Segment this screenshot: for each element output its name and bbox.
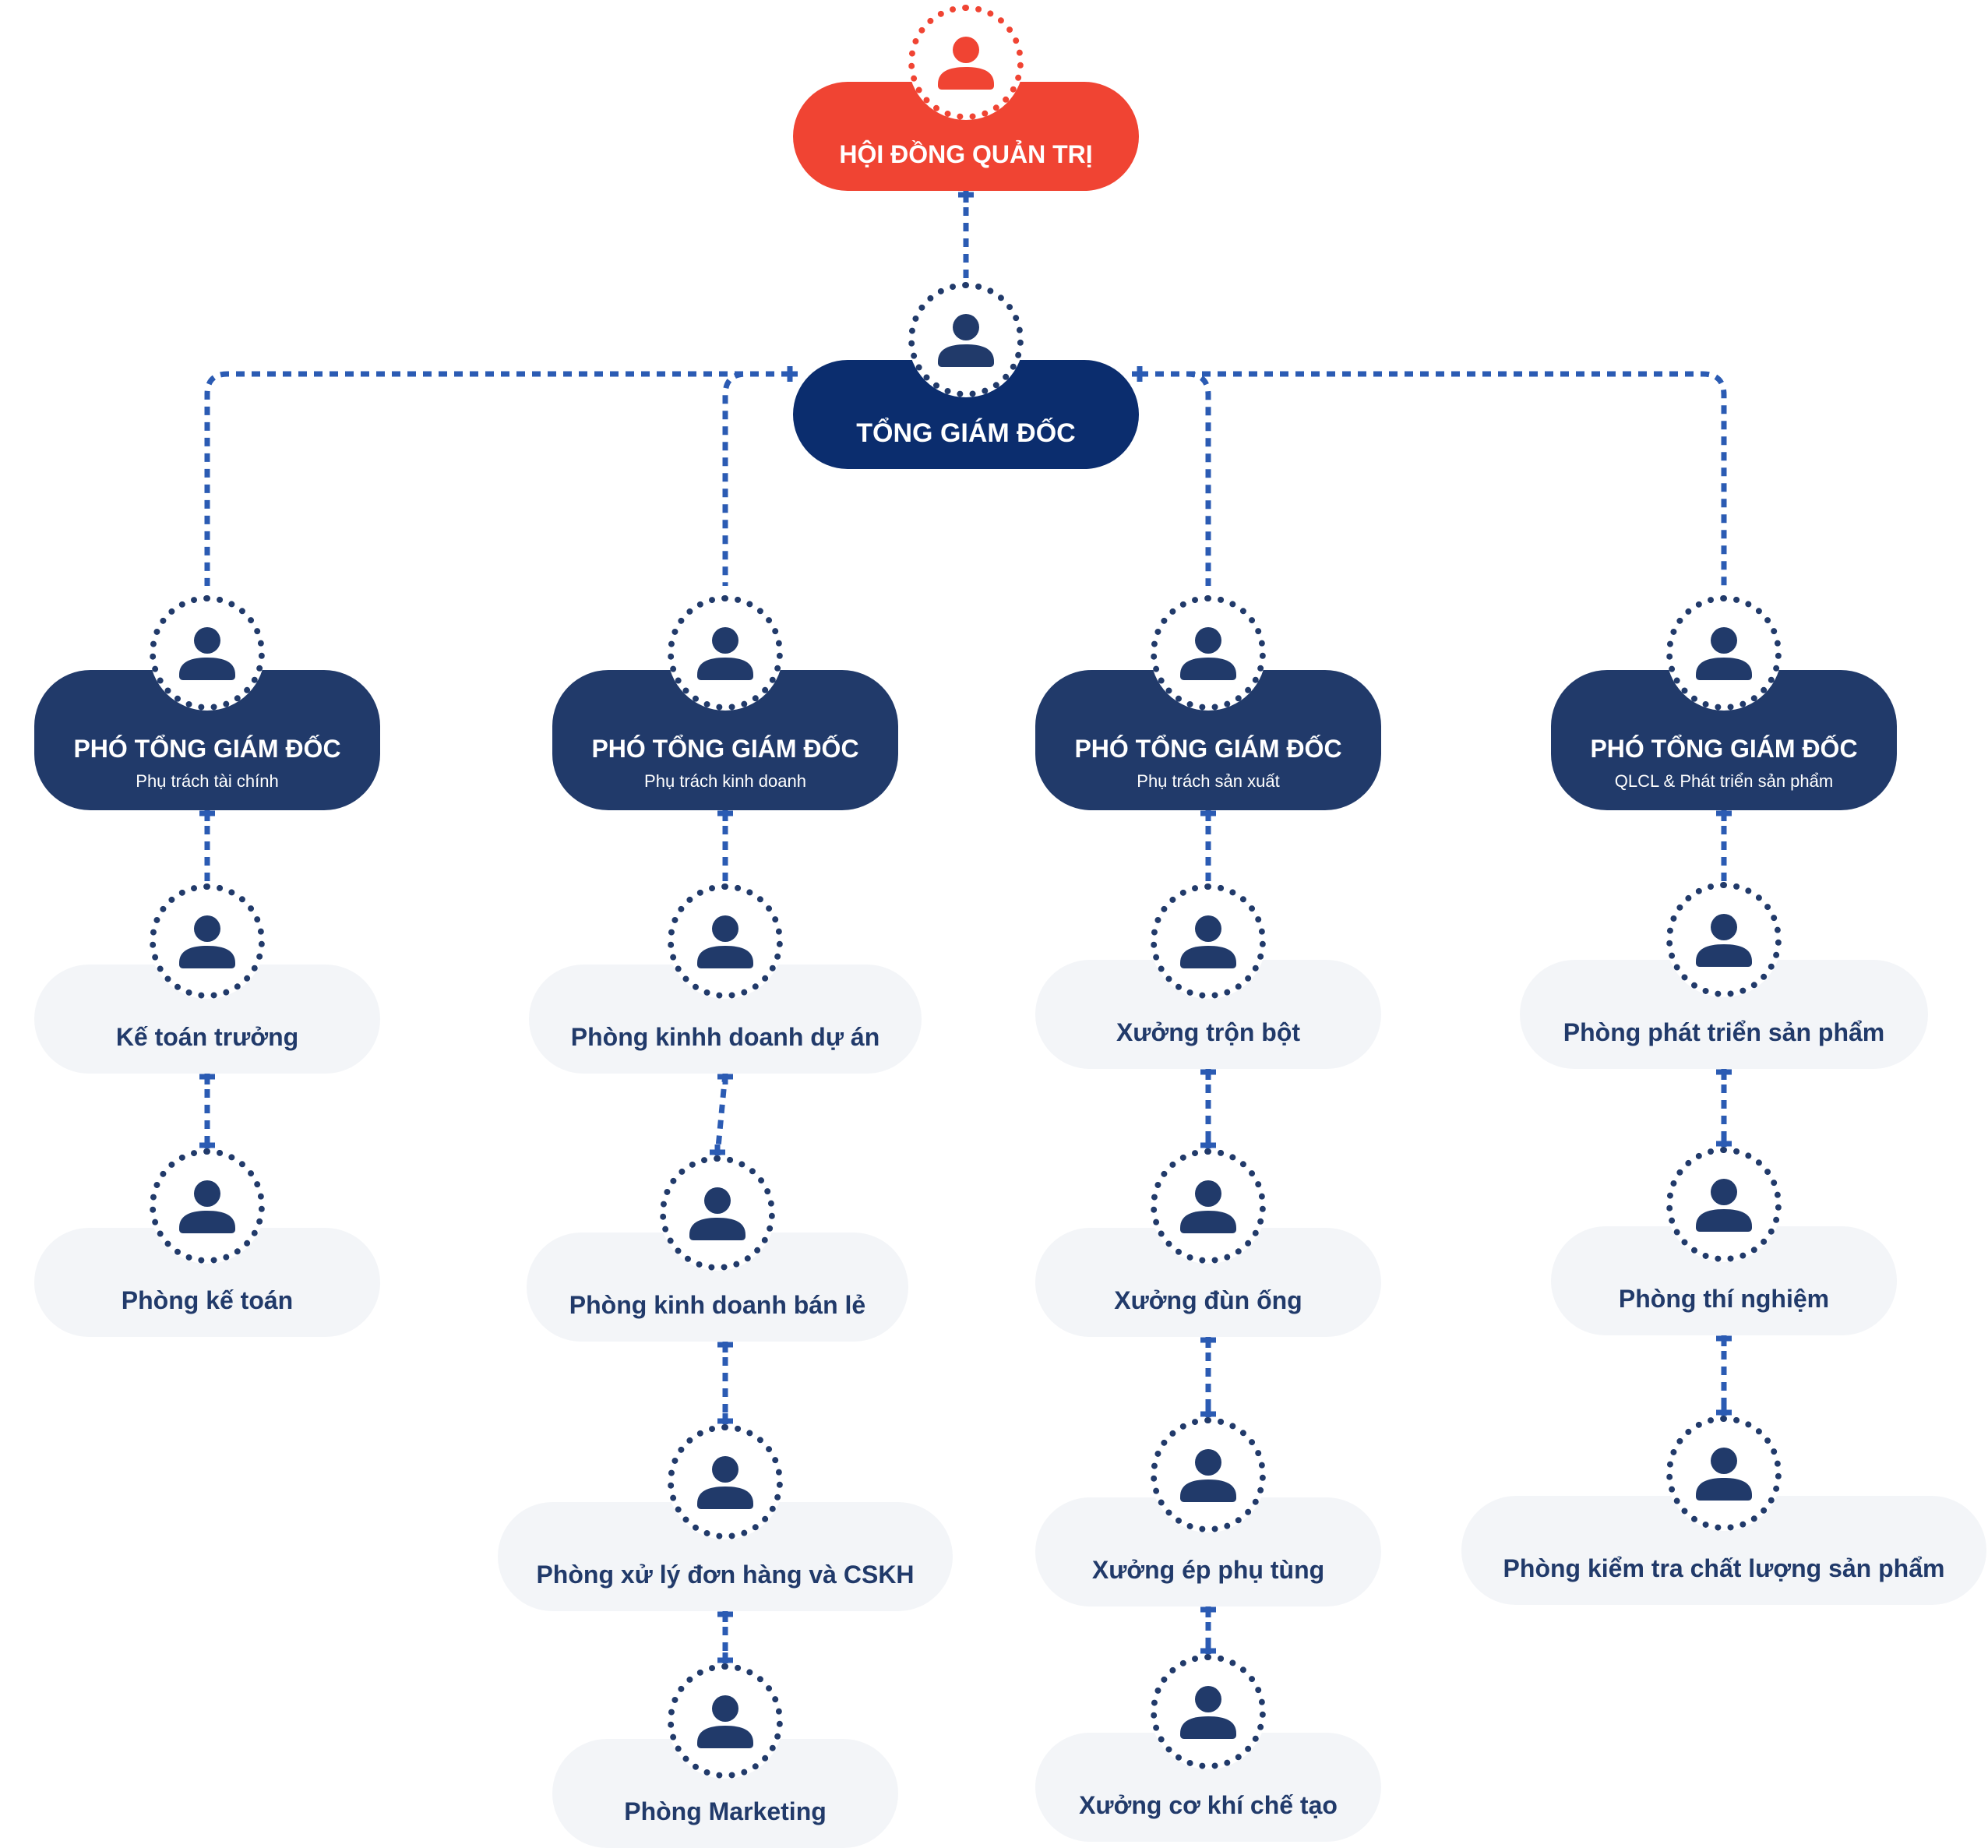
connector-plus-icon [1200, 1064, 1216, 1080]
avatar [668, 883, 783, 999]
user-icon [697, 915, 753, 968]
vp-node-4-title: PHÓ TỔNG GIÁM ĐỐC [1590, 735, 1858, 763]
vp-node-4-subtitle: QLCL & Phát triển sản phẩm [1614, 771, 1834, 791]
ceo-node-title: TỔNG GIÁM ĐỐC [856, 418, 1076, 448]
connector-plus-icon [1200, 1602, 1216, 1617]
user-icon [1180, 1180, 1236, 1233]
user-icon [938, 37, 994, 90]
connector-plus-icon [1200, 1643, 1216, 1659]
dept-node-2-3-title: Phòng xử lý đơn hàng và CSKH [536, 1561, 915, 1589]
connector-plus-icon [199, 806, 215, 821]
connector-plus-icon [717, 1652, 733, 1668]
avatar [150, 595, 265, 711]
user-icon [689, 1187, 746, 1240]
vp-node-2-title: PHÓ TỔNG GIÁM ĐỐC [591, 735, 859, 763]
dept-node-3-3-title: Xưởng ép phụ tùng [1091, 1556, 1325, 1584]
user-icon [697, 1695, 753, 1748]
dept-node-4-3: Phòng kiểm tra chất lượng sản phẩm [1461, 1496, 1986, 1605]
avatar [150, 1148, 265, 1264]
vp-node-1-title: PHÓ TỔNG GIÁM ĐỐC [73, 735, 341, 763]
connector-plus-icon [1716, 1064, 1732, 1080]
user-icon [1180, 915, 1236, 968]
board-node-title: HỘI ĐỒNG QUẢN TRỊ [839, 140, 1093, 168]
dept-node-3-1-title: Xưởng trộn bột [1116, 1018, 1301, 1046]
connector-plus-icon [717, 1606, 733, 1622]
connector-plus-icon [1200, 1332, 1216, 1348]
user-icon [179, 1180, 235, 1233]
user-icon [1696, 627, 1752, 680]
connector-dept [714, 1073, 728, 1156]
avatar [660, 1155, 775, 1271]
avatar [668, 1424, 783, 1539]
connector-plus-icon [710, 1144, 725, 1160]
avatar [1666, 595, 1782, 711]
connector-ceo-vp3 [1140, 371, 1211, 586]
connector-plus-icon [1200, 806, 1216, 821]
user-icon [1696, 914, 1752, 967]
avatar [150, 883, 265, 999]
avatar [668, 1663, 783, 1779]
connector-plus-icon [199, 1069, 215, 1084]
connector-plus-icon [717, 1413, 733, 1429]
connector-plus-icon [782, 366, 798, 382]
dept-node-2-1-title: Phòng kinhh doanh dự án [570, 1023, 880, 1051]
dept-node-4-1-title: Phòng phát triển sản phẩm [1563, 1018, 1885, 1046]
connector-plus-icon [717, 1069, 733, 1084]
dept-node-3-4-title: Xưởng cơ khí chế tạo [1079, 1791, 1338, 1819]
user-icon [1696, 1448, 1752, 1501]
avatar [908, 5, 1024, 120]
connector-plus-icon [1716, 1136, 1732, 1151]
vp-node-3-subtitle: Phụ trách sản xuất [1137, 771, 1280, 791]
user-icon [1696, 1179, 1752, 1232]
connector-plus-icon [1716, 1331, 1732, 1346]
vp-node-3-title: PHÓ TỔNG GIÁM ĐỐC [1074, 735, 1342, 763]
dept-node-2-2-title: Phòng kinh doanh bán lẻ [569, 1291, 866, 1319]
connector-ceo-vp2 [722, 371, 790, 586]
avatar [1151, 883, 1266, 999]
connector-plus-icon [1716, 1405, 1732, 1420]
vp-node-1-subtitle: Phụ trách tài chính [136, 771, 279, 791]
connector-plus-icon [1132, 366, 1147, 382]
connector-ceo-vp1 [204, 371, 790, 586]
dept-node-3-2-title: Xưởng đùn ống [1114, 1286, 1302, 1314]
avatar [1151, 1654, 1266, 1769]
dept-node-2-4-title: Phòng Marketing [624, 1797, 827, 1825]
user-icon [179, 627, 235, 680]
avatar [1666, 882, 1782, 997]
connector-plus-icon [717, 806, 733, 821]
user-icon [1180, 1449, 1236, 1502]
connector-plus-icon [199, 1137, 215, 1153]
connector-plus-icon [958, 187, 974, 203]
avatar [1666, 1147, 1782, 1262]
dept-node-1-2-title: Phòng kế toán [121, 1286, 294, 1314]
dept-node-1-1-title: Kế toán trưởng [115, 1023, 299, 1051]
dept-node-4-3-title: Phòng kiểm tra chất lượng sản phẩm [1503, 1554, 1945, 1582]
user-icon [179, 915, 235, 968]
dept-node-4-2-title: Phòng thí nghiệm [1618, 1285, 1830, 1313]
connector-plus-icon [1200, 1137, 1216, 1153]
connector-plus-icon [1200, 1406, 1216, 1422]
avatar [1151, 1148, 1266, 1264]
connector-plus-icon [717, 1337, 733, 1352]
user-icon [1180, 1686, 1236, 1739]
vp-node-1: PHÓ TỔNG GIÁM ĐỐC Phụ trách tài chính [34, 670, 380, 810]
user-icon [697, 627, 753, 680]
user-icon [1180, 627, 1236, 680]
dept-node-2-3: Phòng xử lý đơn hàng và CSKH [498, 1502, 953, 1611]
avatar [668, 595, 783, 711]
avatar [1151, 1417, 1266, 1532]
avatar [908, 282, 1024, 397]
connector-ceo-vp4 [1140, 371, 1727, 586]
vp-node-2-subtitle: Phụ trách kinh doanh [644, 771, 806, 791]
avatar [1666, 1416, 1782, 1531]
connector-plus-icon [1716, 806, 1732, 821]
user-icon [697, 1456, 753, 1509]
user-icon [938, 314, 994, 367]
avatar [1151, 595, 1266, 711]
vp-node-3: PHÓ TỔNG GIÁM ĐỐC Phụ trách sản xuất [1035, 670, 1381, 810]
